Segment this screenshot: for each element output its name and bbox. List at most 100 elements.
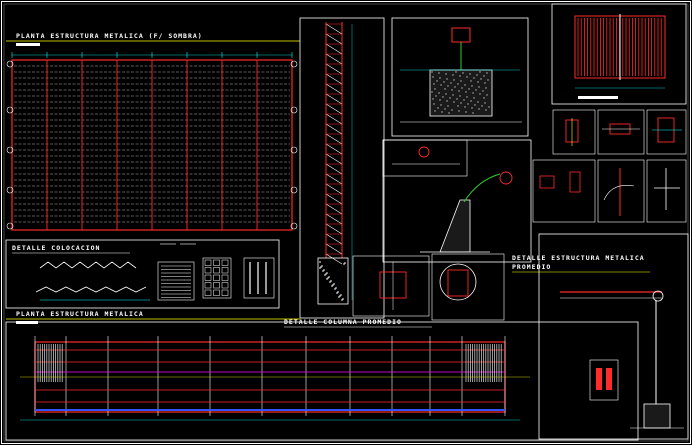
detail-structure-title-line1: DETALLE ESTRUCTURA METALICA <box>512 254 645 262</box>
grid-cell <box>221 289 229 296</box>
corrugated-sheet-profile <box>39 261 137 269</box>
plan-structure-outer-frame <box>5 321 639 441</box>
concrete-dot <box>431 71 433 73</box>
anchor-detail-frame-b <box>431 253 505 321</box>
plan-roof-view: PLANTA ESTRUCTURA METALICA (F/ SOMBRA) <box>6 32 300 231</box>
detail-structure-plate-2 <box>606 368 612 390</box>
placement-profile-box <box>243 257 275 299</box>
footing-column-cap <box>451 27 471 43</box>
grid-cell <box>213 267 220 274</box>
concrete-dot <box>465 111 467 113</box>
concrete-dot <box>449 97 451 99</box>
concrete-dot <box>472 92 474 94</box>
grid-cell <box>221 282 229 289</box>
connection-e-leader <box>603 185 635 201</box>
plan-roof-dimension-ticks <box>6 52 298 230</box>
truss-diagonal <box>325 153 343 165</box>
grid-bubble <box>290 186 298 194</box>
concrete-dot <box>484 82 486 84</box>
concrete-dot <box>478 108 480 110</box>
concrete-dot <box>473 77 475 79</box>
connection-detail-e <box>597 159 645 223</box>
corrugated-sheet-overlap <box>35 286 147 293</box>
concrete-dot <box>443 81 445 83</box>
truss-diagonal <box>325 43 343 55</box>
plan-structure-hatch-right <box>465 344 502 382</box>
concrete-dot <box>446 78 448 80</box>
detail-placement-title: DETALLE COLOCACION <box>12 244 100 252</box>
concrete-dot <box>460 102 462 104</box>
concrete-dot <box>434 88 436 90</box>
grid-bubble <box>6 186 14 194</box>
detail-structure-joint <box>652 290 664 302</box>
concrete-dot <box>462 72 464 74</box>
grid-cell <box>213 289 220 296</box>
plan-structure-subtitle-bar <box>16 321 38 324</box>
connection-details-row-2 <box>532 159 687 223</box>
truss-diagonal <box>325 53 343 65</box>
footing-concrete-hatch <box>431 71 490 114</box>
truss-diagonal <box>325 163 343 175</box>
concrete-dot <box>434 110 436 112</box>
concrete-dot <box>459 95 461 97</box>
concrete-dot <box>450 82 452 84</box>
grid-cell <box>204 259 212 266</box>
concrete-dot <box>466 96 468 98</box>
connection-d-plate-1 <box>539 175 555 189</box>
concrete-dot <box>448 112 450 114</box>
detail-structure-panel: DETALLE ESTRUCTURA METALICA PROMEDIO <box>512 233 689 440</box>
grid-bubble <box>290 146 298 154</box>
plan-structure-hatch-left <box>37 344 63 382</box>
grid-cell <box>204 274 212 281</box>
concrete-dot <box>437 107 439 109</box>
concrete-dot <box>460 80 462 82</box>
grid-cell <box>213 259 220 266</box>
truss-diagonal <box>325 253 343 265</box>
grid-bubble <box>6 146 14 154</box>
concrete-dot <box>453 101 455 103</box>
placement-notes-box <box>157 261 195 301</box>
detail-placement-frame <box>5 239 280 309</box>
hatch-dot <box>336 292 338 294</box>
hatch-dot <box>329 281 331 283</box>
truss-diagonal <box>325 183 343 195</box>
truss-diagonal <box>325 133 343 145</box>
placement-grid-cells <box>204 259 229 296</box>
concrete-dot <box>432 98 434 100</box>
concrete-dot <box>438 72 440 74</box>
hatch-dot <box>326 278 328 280</box>
truss-column-frame <box>299 17 385 319</box>
concrete-dot <box>458 90 460 92</box>
hatch-dot <box>338 296 340 298</box>
concrete-dot <box>487 79 489 81</box>
grid-cell <box>221 267 229 274</box>
concrete-dot <box>457 105 459 107</box>
plan-structure-view: PLANTA ESTRUCTURA METALICA DETALLE COLUM… <box>5 310 639 441</box>
concrete-dot <box>451 109 453 111</box>
concrete-dot <box>479 93 481 95</box>
wall-section-inset-symbol <box>418 146 430 158</box>
concrete-dot <box>485 87 487 89</box>
grid-cell <box>221 259 229 266</box>
concrete-dot <box>474 104 476 106</box>
concrete-dot <box>459 75 461 77</box>
sheet-inner-frame <box>3 3 689 442</box>
concrete-dot <box>484 102 486 104</box>
concrete-dot <box>440 84 442 86</box>
truss-column-elevation <box>299 17 385 319</box>
placement-notes-lines <box>161 265 191 298</box>
concrete-dot <box>458 110 460 112</box>
concrete-dot <box>436 80 438 82</box>
grid-cell <box>204 289 212 296</box>
concrete-dot <box>469 73 471 75</box>
truss-diagonal <box>325 123 343 135</box>
plan-roof-title: PLANTA ESTRUCTURA METALICA (F/ SOMBRA) <box>16 32 203 40</box>
concrete-dot <box>475 89 477 91</box>
concrete-dot <box>451 89 453 91</box>
concrete-dot <box>433 103 435 105</box>
concrete-dot <box>431 91 433 93</box>
concrete-dot <box>477 81 479 83</box>
concrete-dot <box>470 100 472 102</box>
concrete-dot <box>468 88 470 90</box>
placement-profile-shape <box>249 262 267 294</box>
